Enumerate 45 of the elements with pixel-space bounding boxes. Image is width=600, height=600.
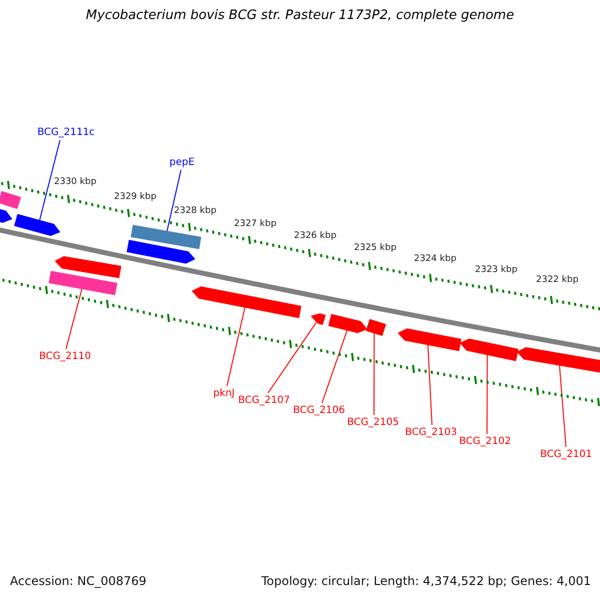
- gene-label: BCG_2111c: [37, 127, 95, 139]
- scale-label: 2324 kbp: [414, 254, 456, 265]
- gene-label: pepE: [169, 157, 195, 169]
- gene-feature-block: [130, 224, 202, 250]
- leader-line: [374, 332, 375, 416]
- gene-feature-block: [54, 256, 122, 278]
- leader-line: [559, 364, 566, 448]
- leader-line: [66, 288, 82, 350]
- scale-label: 2329 kbp: [114, 192, 156, 203]
- leader-line: [427, 344, 432, 426]
- scale-label: 2326 kbp: [294, 231, 336, 242]
- gene-label: BCG_2110: [39, 351, 91, 363]
- scale-label: 2327 kbp: [234, 219, 276, 230]
- map-title: Mycobacterium bovis BCG str. Pasteur 1173P2, complete genome: [84, 8, 516, 24]
- gene-label: BCG_2103: [405, 427, 457, 439]
- gene-feature-block: [48, 270, 118, 296]
- leader-line: [39, 140, 60, 221]
- gene-feature-block: [398, 328, 462, 352]
- gene-feature-block: [14, 214, 60, 236]
- scale-label: 2330 kbp: [54, 177, 96, 188]
- gene-feature-block: [460, 338, 518, 362]
- leader-line: [322, 330, 348, 404]
- scale-label: 2325 kbp: [354, 243, 396, 254]
- gene-label: BCG_2105: [347, 417, 399, 429]
- gene-label: BCG_2106: [293, 405, 345, 417]
- gene-feature-block: [310, 313, 326, 326]
- gene-feature-block: [0, 208, 12, 223]
- scale-label: 2322 kbp: [536, 275, 578, 286]
- gene-feature-block: [366, 319, 386, 336]
- gene-feature-block: [0, 191, 22, 209]
- gene-label: BCG_2101: [540, 449, 592, 461]
- leader-line: [268, 322, 316, 394]
- accession-text: Accession: NC_008769: [10, 574, 146, 588]
- leader-line: [486, 354, 488, 434]
- gene-label: pknJ: [213, 388, 235, 400]
- genome-summary-text: Topology: circular; Length: 4,374,522 bp; Genes: 4,001: [261, 574, 591, 588]
- gene-label: BCG_2107: [238, 395, 290, 407]
- leader-line: [166, 170, 182, 232]
- gene-label: BCG_2102: [459, 436, 511, 448]
- scale-label: 2328 kbp: [174, 206, 216, 217]
- scale-label: 2323 kbp: [475, 265, 518, 276]
- gene-feature-block: [192, 286, 302, 318]
- gene-feature-block: [516, 347, 600, 374]
- gene-feature-block: [126, 240, 196, 264]
- leader-line: [226, 306, 246, 386]
